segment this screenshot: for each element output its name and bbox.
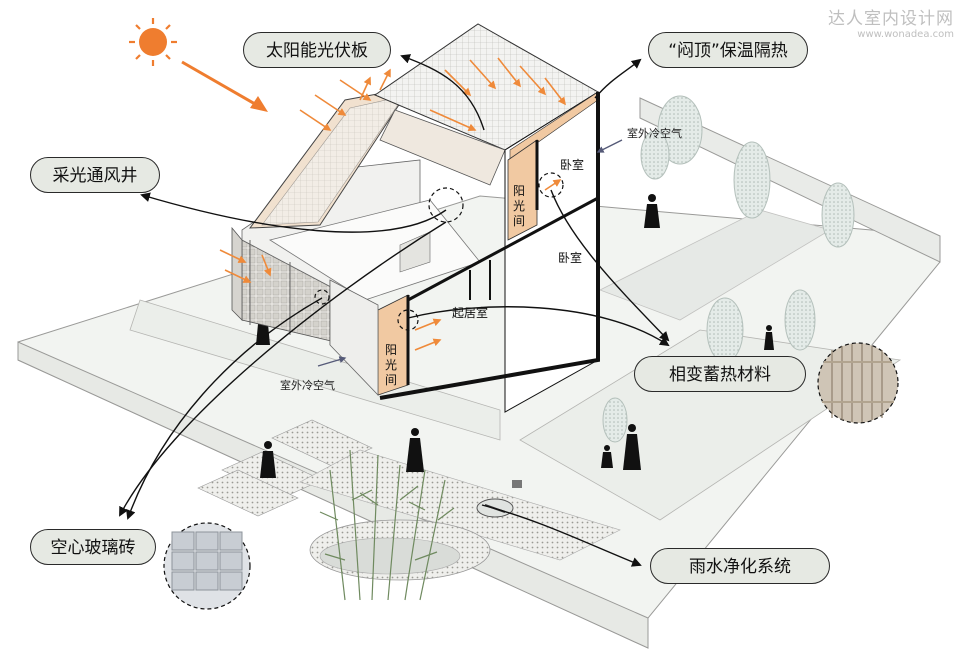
outdoor-cold-air-lower: 室外冷空气 xyxy=(280,379,335,392)
roof-insulation-label: “闷顶”保温隔热 xyxy=(648,32,808,68)
trees xyxy=(602,95,855,443)
rainwater-label: 雨水净化系统 xyxy=(650,548,830,584)
room-sunroom-upper: 阳光间 xyxy=(512,184,525,228)
sun-ray-arrow-icon xyxy=(181,60,268,112)
house-section xyxy=(231,23,600,413)
watermark: 达人室内设计网 www.wonadea.com xyxy=(828,4,954,40)
outdoor-cold-air-upper: 室外冷空气 xyxy=(627,127,682,140)
rain-garden xyxy=(309,480,522,581)
bamboo-plants xyxy=(319,449,455,601)
glass-brick-label: 空心玻璃砖 xyxy=(30,529,156,565)
solar-radiation-arrows xyxy=(219,57,566,351)
people-silhouettes xyxy=(256,194,774,478)
pcm-panel-detail-icon xyxy=(817,342,899,424)
room-bedroom-lower: 卧室 xyxy=(558,251,583,265)
glass-brick-detail-icon xyxy=(163,522,251,610)
room-bedroom-upper: 卧室 xyxy=(560,158,585,172)
light-shaft-label: 采光通风井 xyxy=(30,157,160,193)
sun-icon xyxy=(129,18,177,66)
callout-lines xyxy=(119,54,670,567)
focus-circles xyxy=(314,172,564,331)
pcm-label: 相变蓄热材料 xyxy=(634,356,806,392)
watermark-title: 达人室内设计网 xyxy=(828,9,954,29)
solar-pv-label: 太阳能光伏板 xyxy=(243,32,391,68)
cold-air-arrows xyxy=(317,139,623,367)
room-living: 起居室 xyxy=(452,306,489,320)
room-sunroom-lower: 阳光间 xyxy=(384,343,397,387)
watermark-url: www.wonadea.com xyxy=(857,29,954,40)
